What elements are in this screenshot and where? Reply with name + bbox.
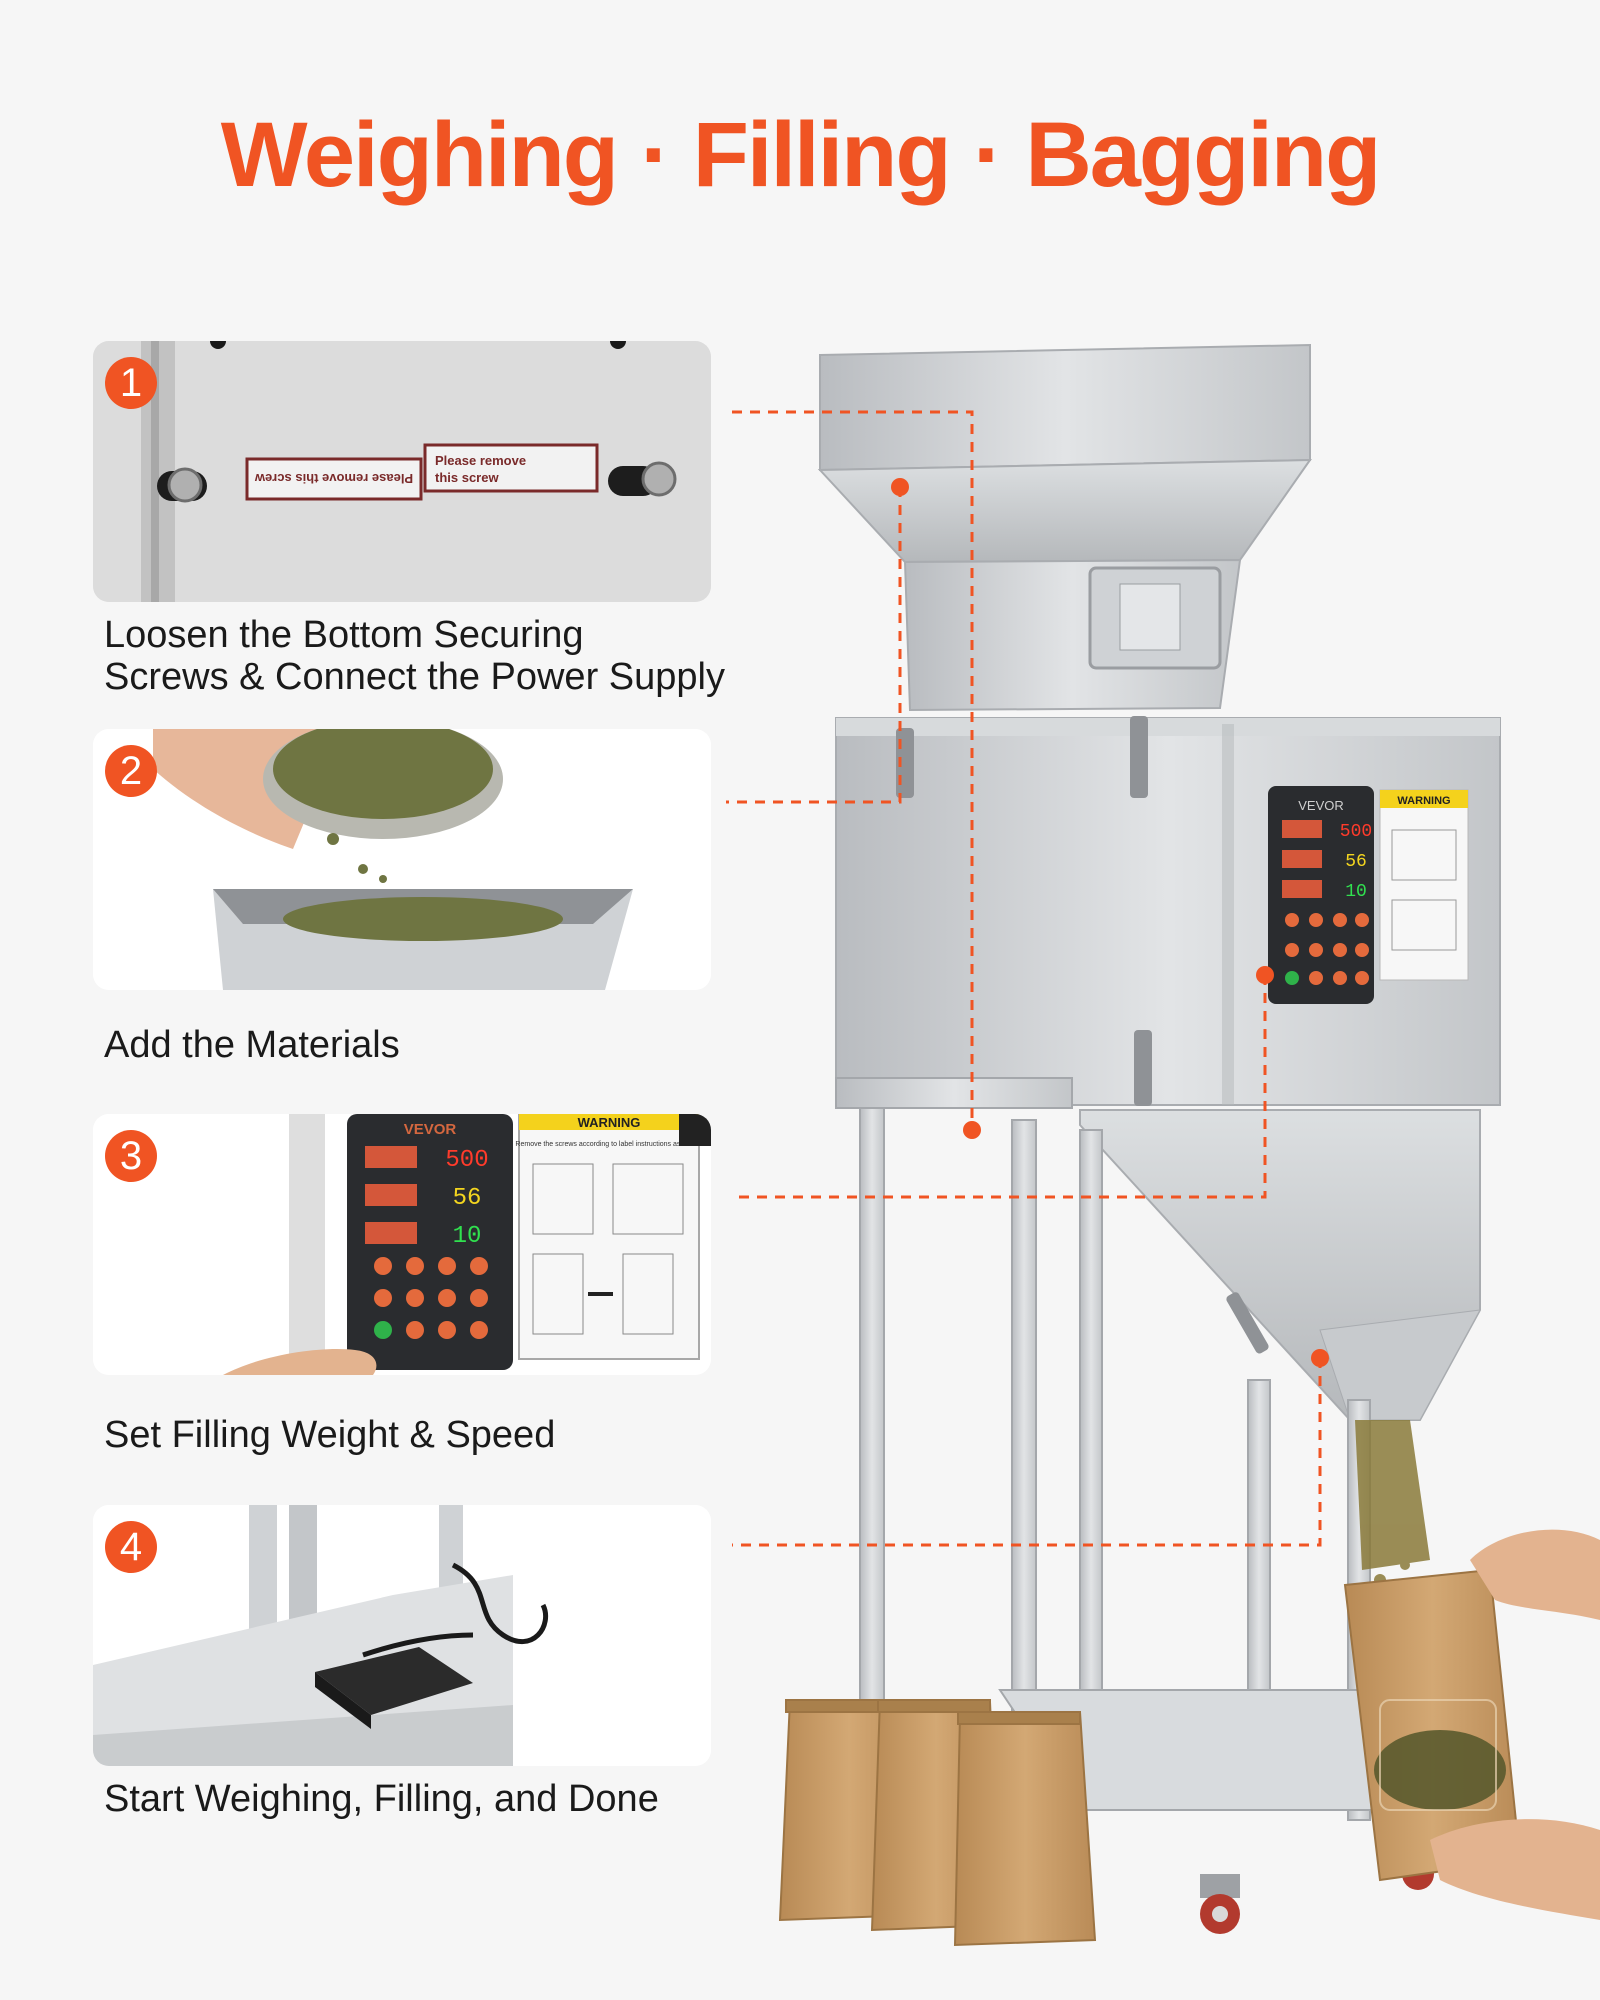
machine-panel-brand: VEVOR <box>1298 798 1344 813</box>
held-kraft-bag <box>1343 1529 1600 1920</box>
panel-display-weight: 500 <box>445 1147 488 1174</box>
sticker-left-text: Please remove this screw <box>254 471 413 486</box>
page-title: Weighing · Filling · Bagging <box>220 104 1382 206</box>
kraft-bags-floor <box>778 1698 1097 1947</box>
machine-display-weight: 500 <box>1340 822 1372 842</box>
sticker-right-line1: Please remove <box>435 453 526 468</box>
sticker-right-line2: this screw <box>435 470 499 485</box>
upper-hopper <box>817 343 1312 712</box>
panel-display-quantity: 10 <box>453 1223 482 1250</box>
machine-warning-title: WARNING <box>1397 795 1450 807</box>
machine-display-quantity: 10 <box>1345 882 1367 902</box>
warning-text: Remove the screws according to label ins… <box>515 1141 702 1148</box>
panel-display-speed: 56 <box>453 1185 482 1212</box>
machine-display-speed: 56 <box>1345 852 1367 872</box>
falling-material <box>1355 1420 1430 1586</box>
step-3-image: VEVOR 500 56 10 WARNING Remove the screw… <box>93 1114 711 1375</box>
step-4-image: 4 <box>93 1505 711 1766</box>
step-4-caption: Start Weighing, Filling, and Done <box>104 1778 659 1820</box>
step-1-badge: 1 <box>105 357 157 409</box>
discharge-chute <box>1079 1109 1481 1421</box>
leader-lines <box>726 410 1322 1547</box>
leader-dots <box>891 478 1329 1367</box>
step-1-image: Please remove this screw Please remove t… <box>93 341 711 602</box>
step-2-image: 2 <box>93 729 711 990</box>
step-2-caption: Add the Materials <box>104 1024 400 1066</box>
weighing-chamber: VEVOR 500 56 10 WARNING <box>835 716 1501 1106</box>
panel-brand: VEVOR <box>404 1121 457 1138</box>
step-2-badge: 2 <box>105 745 157 797</box>
step-3-caption: Set Filling Weight & Speed <box>104 1414 556 1456</box>
step-4-badge: 4 <box>105 1521 157 1573</box>
caster-wheels <box>1200 1858 1434 1934</box>
step-1-caption-line1: Loosen the Bottom Securing <box>104 614 584 656</box>
step-1-caption-line2: Screws & Connect the Power Supply <box>104 656 725 698</box>
warning-title: WARNING <box>578 1115 641 1130</box>
step-3-badge: 3 <box>105 1130 157 1182</box>
